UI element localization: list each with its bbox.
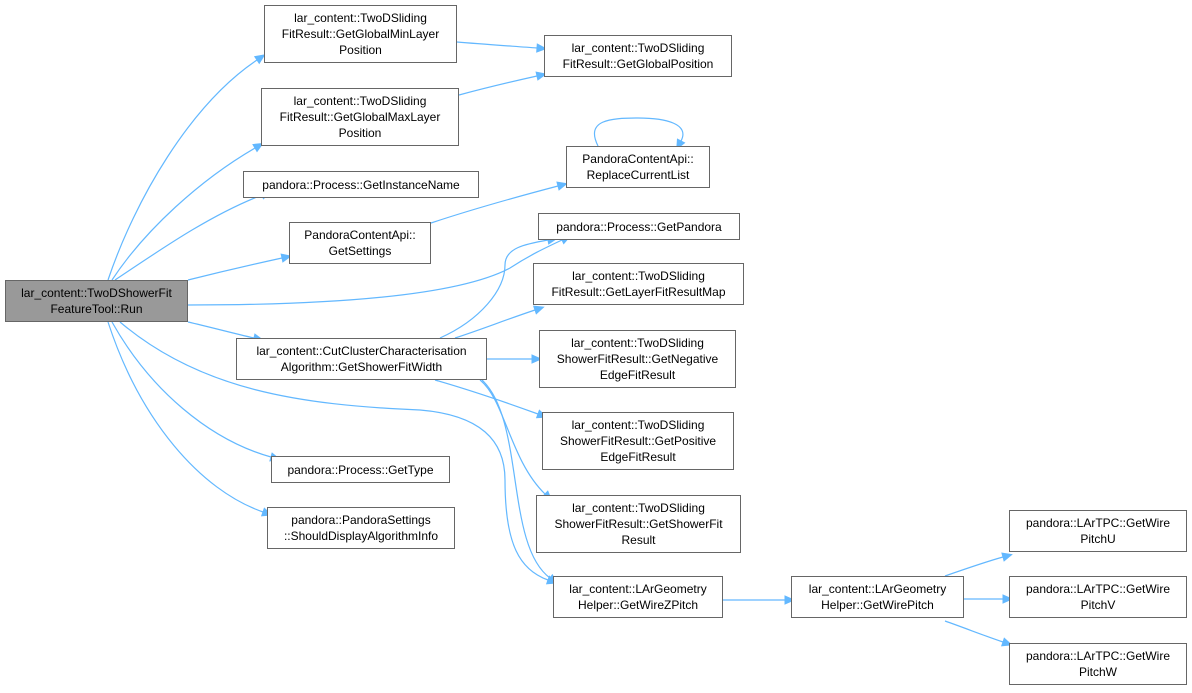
node-shoulddisplay[interactable]: pandora::PandoraSettings::ShouldDisplayA… xyxy=(267,507,455,549)
node-label-line: lar_content::TwoDSliding xyxy=(571,418,705,432)
node-label-line: lar_content::TwoDShowerFit xyxy=(21,286,172,300)
node-replace[interactable]: PandoraContentApi::ReplaceCurrentList xyxy=(566,146,710,188)
node-label-line: pandora::Process::GetPandora xyxy=(556,219,722,234)
node-label-line: pandora::Process::GetInstanceName xyxy=(262,177,460,192)
node-label-line: EdgeFitResult xyxy=(599,368,676,382)
node-label-line: lar_content::TwoDSliding xyxy=(294,11,427,25)
node-label-line: lar_content::TwoDSliding xyxy=(572,269,705,283)
node-label-line: FitResult::GetGlobalPosition xyxy=(562,57,714,71)
edge-cutcluster-to-negedge xyxy=(487,354,543,364)
node-label-line: lar_content::TwoDSliding xyxy=(571,41,705,55)
node-label-line: Algorithm::GetShowerFitWidth xyxy=(280,360,443,374)
node-label-line: ReplaceCurrentList xyxy=(586,168,690,182)
node-label-line: ShowerFitResult::GetShowerFit xyxy=(554,517,723,531)
node-getpandora[interactable]: pandora::Process::GetPandora xyxy=(538,213,740,240)
node-label-line: lar_content::LArGeometry xyxy=(808,582,947,596)
node-label-line: EdgeFitResult xyxy=(600,450,676,464)
node-label-line: Helper::GetWireZPitch xyxy=(577,598,699,612)
edge-replace-to-replace xyxy=(593,117,686,151)
node-label-line: lar_content::TwoDSliding xyxy=(572,501,705,515)
node-label-line: Result xyxy=(621,533,656,547)
node-label-line: lar_content::TwoDSliding xyxy=(571,336,704,350)
node-label-line: PitchV xyxy=(1080,598,1116,612)
node-label-line: FitResult::GetLayerFitResultMap xyxy=(551,285,726,299)
node-label-line: pandora::LArTPC::GetWire xyxy=(1025,582,1171,596)
edge-run-to-gmaxlayer xyxy=(111,142,264,281)
node-label-line: PitchU xyxy=(1080,532,1116,546)
node-label-line: Position xyxy=(338,126,382,140)
node-getsettings[interactable]: PandoraContentApi::GetSettings xyxy=(289,222,431,264)
node-label-line: PandoraContentApi:: xyxy=(304,228,416,242)
edge-wirezpitch-to-wirepitch xyxy=(722,595,796,605)
edge-wirepitch-to-pitchu xyxy=(944,552,1013,577)
edge-run-to-getsettings xyxy=(187,253,292,281)
node-label-line: PandoraContentApi:: xyxy=(582,152,694,166)
edge-run-to-instname xyxy=(114,190,272,281)
edge-wirepitch-to-pitchv xyxy=(964,594,1014,604)
edge-cutcluster-to-layermap xyxy=(454,305,545,339)
node-label-line: lar_content::LArGeometry xyxy=(569,582,707,596)
node-label-line: pandora::LArTPC::GetWire xyxy=(1025,516,1171,530)
node-label-line: pandora::PandoraSettings xyxy=(291,513,431,527)
edge-run-to-gminlayer xyxy=(107,54,266,281)
node-label-line: ::ShouldDisplayAlgorithmInfo xyxy=(283,529,439,543)
node-instname[interactable]: pandora::Process::GetInstanceName xyxy=(243,171,479,198)
node-label-line: lar_content::CutClusterCharacterisation xyxy=(256,344,467,358)
node-label-line: pandora::LArTPC::GetWire xyxy=(1025,649,1171,663)
node-label-line: ShowerFitResult::GetNegative xyxy=(556,352,719,366)
node-gettype[interactable]: pandora::Process::GetType xyxy=(271,456,450,483)
node-label-line: Position xyxy=(339,43,382,57)
node-label-line: lar_content::TwoDSliding xyxy=(293,94,427,108)
node-label-line: GetSettings xyxy=(328,244,392,258)
node-label-line: Helper::GetWirePitch xyxy=(821,598,934,612)
node-label-line: FitResult::GetGlobalMinLayer xyxy=(281,27,440,41)
edge-gminlayer-to-gpos xyxy=(456,41,548,53)
node-label-line: FeatureTool::Run xyxy=(50,302,143,316)
edge-getsettings-to-replace xyxy=(430,181,568,224)
edge-gmaxlayer-to-gpos xyxy=(458,71,547,96)
node-label-line: PitchW xyxy=(1078,665,1117,679)
node-label-line: ShowerFitResult::GetPositive xyxy=(559,434,717,448)
edge-wirepitch-to-pitchw xyxy=(944,620,1013,647)
node-label-line: FitResult::GetGlobalMaxLayer xyxy=(279,110,441,124)
node-label-line: pandora::Process::GetType xyxy=(287,462,434,477)
edge-cutcluster-to-posedge xyxy=(434,379,548,419)
